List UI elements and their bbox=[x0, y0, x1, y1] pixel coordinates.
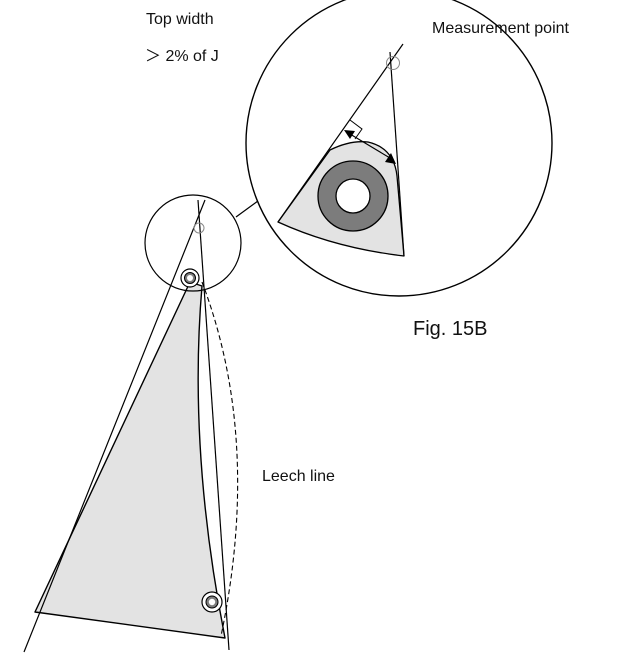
top-width-arrow-line bbox=[349, 133, 391, 159]
luff-line bbox=[23, 199, 206, 653]
leech-reference-line bbox=[197, 199, 230, 651]
magnified-ring-hole bbox=[335, 178, 371, 214]
top-width-arrowhead-left bbox=[344, 130, 355, 139]
measurement-point-marker-large bbox=[386, 56, 400, 70]
sail-body bbox=[34, 281, 226, 639]
magnified-leech-line bbox=[389, 51, 405, 257]
head-ring-hole bbox=[187, 275, 193, 281]
figure-number-label: Fig. 15B bbox=[413, 318, 488, 340]
leech-line-label: Leech line bbox=[262, 468, 335, 485]
top-width-label: Top width bbox=[146, 11, 214, 28]
clew-ring-hole bbox=[208, 598, 216, 606]
leech-line-dashed bbox=[201, 281, 239, 637]
measurement-point-marker-small bbox=[193, 222, 205, 234]
measurement-point-label: Measurement point bbox=[432, 20, 569, 37]
top-width-limit-label: ＞ 2% of J bbox=[145, 48, 219, 65]
right-angle-indicator bbox=[349, 119, 363, 140]
magnified-luff-line bbox=[277, 43, 404, 223]
head-zoom-circle bbox=[144, 194, 242, 292]
top-width-arrowhead-right bbox=[385, 153, 396, 164]
